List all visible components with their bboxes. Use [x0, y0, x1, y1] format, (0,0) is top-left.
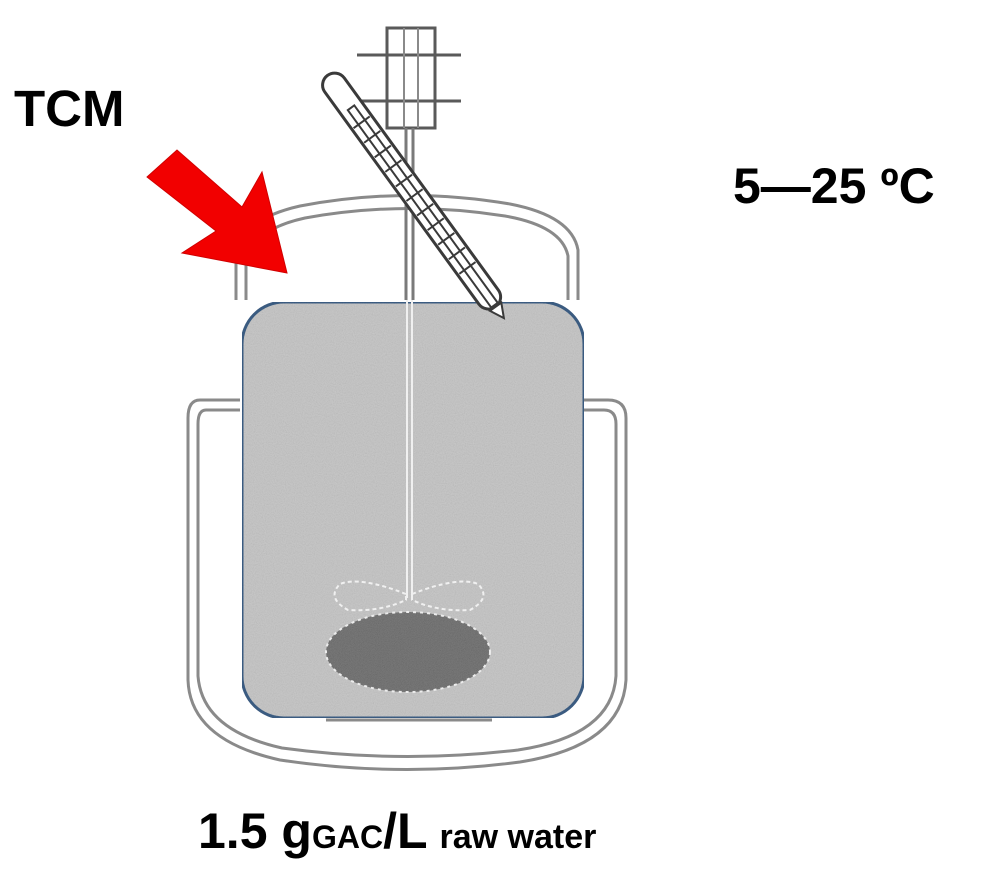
dose-subscript: GAC	[312, 819, 383, 855]
stirrer-shaft	[404, 128, 415, 598]
chemical-label: TCM	[14, 80, 124, 137]
temperature-label: 5—25 ºC	[733, 158, 935, 214]
dose-unit: /L	[383, 803, 427, 859]
vessel-jacket-outer	[186, 398, 628, 771]
stirrer-motor-icon	[357, 26, 461, 130]
dose-label: 1.5 gGAC/L raw water	[198, 803, 596, 859]
thermometer-icon	[321, 71, 506, 320]
arrow-down-right-icon	[146, 149, 288, 274]
dose-medium: raw water	[440, 818, 597, 856]
stirrer-impeller	[333, 580, 485, 612]
dose-value: 1.5 g	[198, 803, 312, 859]
gac-sediment	[325, 611, 491, 693]
vessel-jacket-inner	[196, 408, 618, 759]
